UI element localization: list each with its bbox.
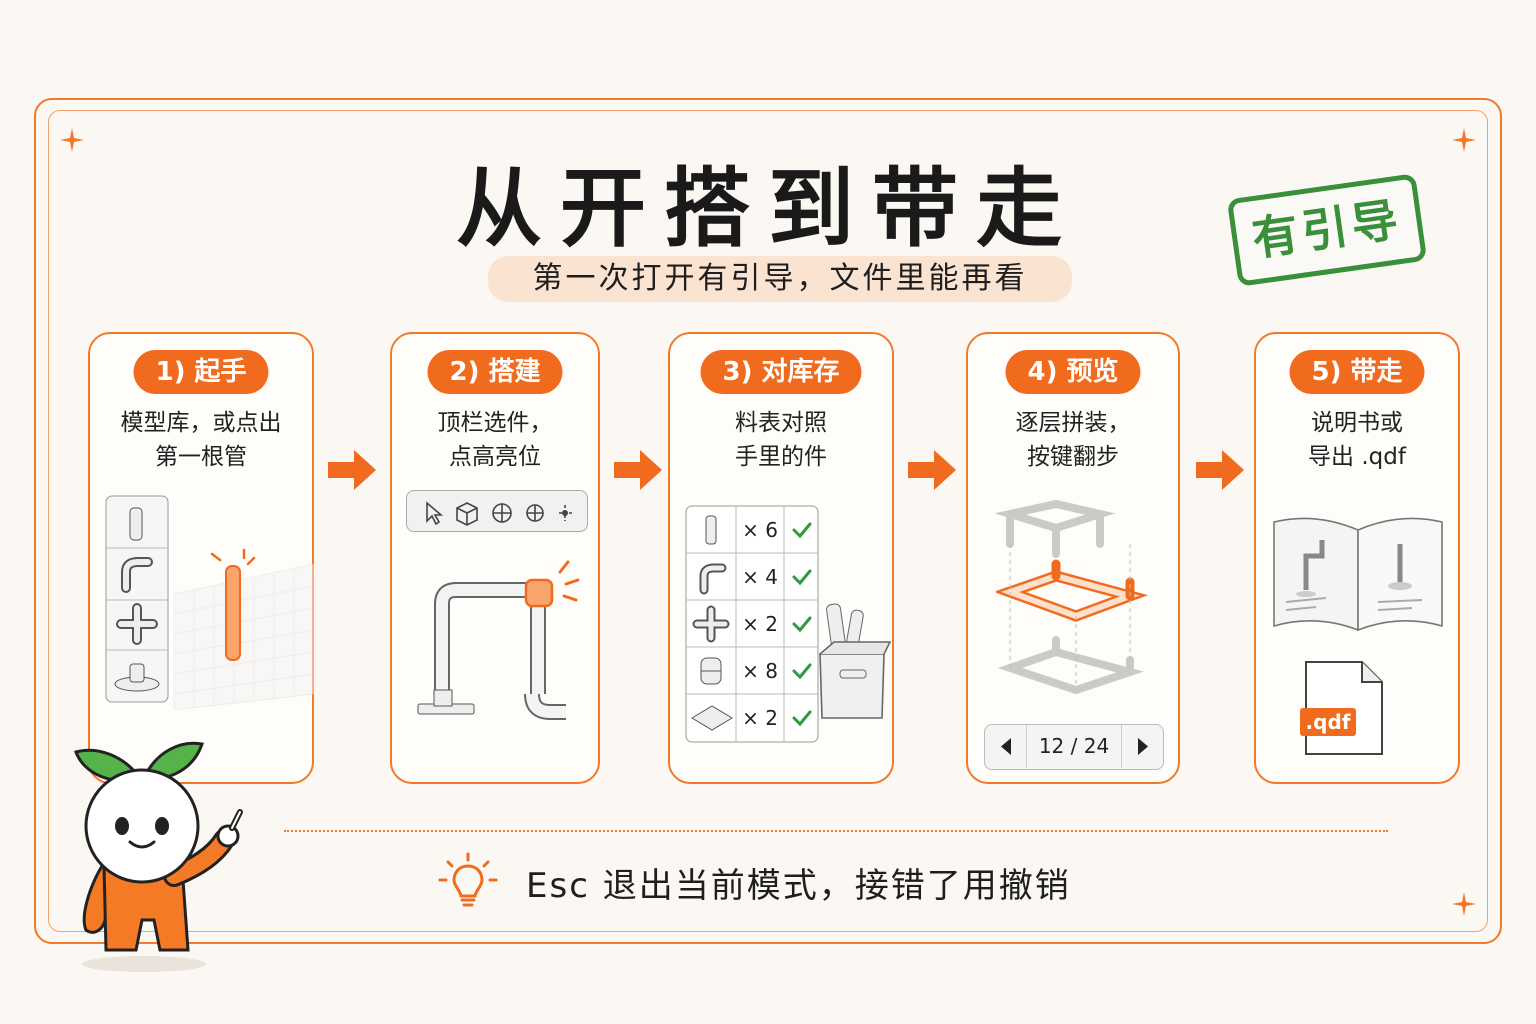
step-description: 料表对照 手里的件 [670,406,892,474]
lightbulb-icon [438,852,498,907]
step-description-line: 逐层拼装， [1015,410,1131,436]
instruction-book-icon [1273,517,1443,632]
triangle-left-icon [1001,738,1011,755]
next-arrow-icon [614,450,662,490]
connector-icon [559,505,573,521]
next-step-button[interactable] [1121,725,1163,768]
base-plate-icon [114,663,160,692]
sparkle-icon [1452,892,1476,916]
qty-column: × 6 × 4 × 2 × 8 × 2 [742,518,778,730]
step-description-line: 顶栏选件， [437,410,553,436]
step-card-1: 1) 起手 模型库，或点出 第一根管 [88,332,314,784]
step-description-line: 按键翻步 [1027,444,1119,470]
qdf-file-icon: .qdf [1300,661,1383,755]
step-description-line: 料表对照 [735,410,827,436]
step-label: 1) 起手 [133,350,269,394]
step-description: 模型库，或点出 第一根管 [90,406,312,474]
sprout-mascot [74,741,243,972]
step-description-line: 导出 .qdf [1308,444,1406,470]
inventory-table: × 6 × 4 × 2 × 8 × 2 [685,505,892,743]
previous-step-button[interactable] [985,725,1027,768]
qty-cell: × 2 [742,706,778,730]
straight-pipe-icon [705,515,717,545]
step-description: 顶栏选件， 点高亮位 [392,406,598,474]
step-description: 说明书或 导出 .qdf [1256,406,1458,474]
triangle-right-icon [1138,738,1148,755]
page-subtitle: 第一次打开有引导，文件里能再看 [532,261,1028,296]
step-label: 4) 预览 [1005,350,1141,394]
step-counter: 12 / 24 [1038,734,1110,758]
file-extension-label: .qdf [1306,710,1351,734]
qty-cell: × 6 [742,518,778,542]
exploded-view-illustration [996,499,1149,695]
inner-frame [48,110,1488,932]
step-description-line: 手里的件 [735,444,827,470]
crosshair-icon [492,503,512,523]
straight-pipe-icon [129,507,143,541]
ground-grid [173,563,314,710]
step-label: 2) 搭建 [427,350,563,394]
next-arrow-icon [908,450,956,490]
qty-cell: × 4 [742,565,778,589]
base-plate-icon [691,705,733,731]
layer-bottom [997,636,1144,695]
next-arrow-icon [1196,450,1244,490]
outer-frame [34,98,1502,944]
step-card-4: 4) 预览 逐层拼装， 按键翻步 12 / 24 [966,332,1180,784]
step-pager: 12 / 24 [984,724,1164,770]
model-library-illustration [105,495,314,710]
layer-middle-highlight [996,559,1149,622]
cursor-icon [426,501,444,526]
layer-top [996,499,1116,558]
step-label: 3) 对库存 [700,350,862,394]
step-description: 逐层拼装， 按键翻步 [968,406,1178,474]
sparkle-icon [60,128,84,152]
manual-and-file-illustration: .qdf [1273,517,1443,755]
sparkle-icon [1452,128,1476,152]
step-card-2: 2) 搭建 顶栏选件， 点高亮位 [390,332,600,784]
check-icon [792,522,812,727]
elbow-icon [121,557,153,593]
step-label: 5) 带走 [1289,350,1425,394]
keyboard-tip: Esc 退出当前模式，接错了用撤销 [526,866,1071,906]
elbow-icon [699,563,727,595]
step-description-line: 模型库，或点出 [120,410,282,436]
page-title: 从开搭到带走 [456,159,1080,259]
step-card-5: 5) 带走 说明书或 导出 .qdf .qdf [1254,332,1460,784]
step-description-line: 点高亮位 [449,444,541,470]
step-card-3: 3) 对库存 料表对照 手里的件 × 6 × 4 × 2 × 8 × 2 [668,332,894,784]
qty-cell: × 2 [742,612,778,636]
part-toolbar [406,490,588,532]
target-icon [526,504,544,522]
step-description-line: 说明书或 [1311,410,1403,436]
cube-icon [456,502,478,526]
step-description-line: 第一根管 [155,444,247,470]
coupler-icon [700,657,722,685]
cross-connector-icon [692,605,730,643]
cross-connector-icon [116,603,158,645]
build-illustration [417,560,580,720]
next-arrow-icon [328,450,376,490]
highlighted-slot [524,578,554,608]
placed-pipe [210,548,256,661]
subtitle-highlight [488,256,1072,302]
qty-cell: × 8 [742,659,778,683]
parts-bin-icon [819,603,892,719]
tip-divider [284,830,1388,832]
